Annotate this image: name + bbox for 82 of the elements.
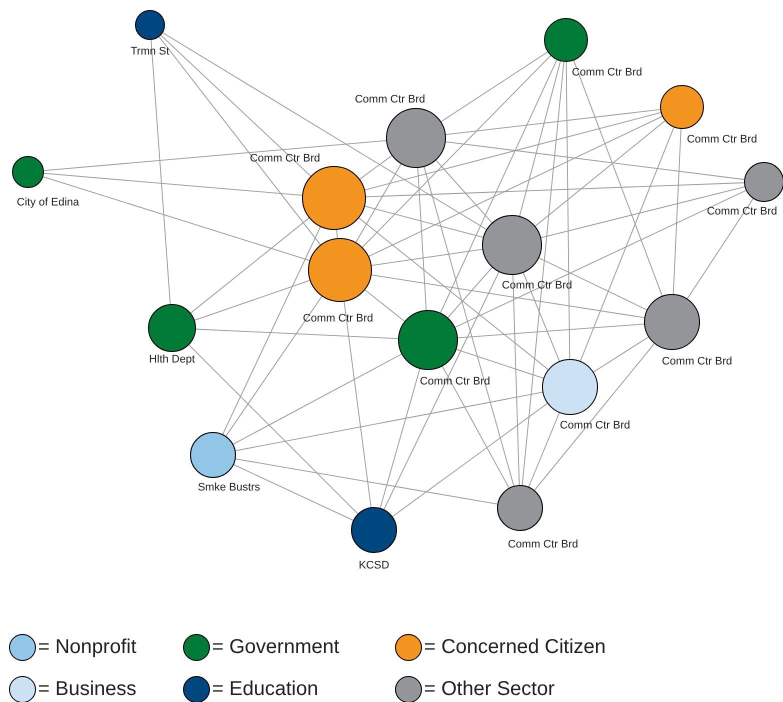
connector-line (445, 141, 745, 180)
legend-label: = Government (212, 635, 340, 659)
connector-line (686, 198, 754, 300)
connector-line (358, 218, 549, 370)
node-label: Smke Bustrs (198, 482, 260, 494)
connector-line (364, 289, 405, 322)
node-label: Trmn St (130, 46, 170, 58)
connector-line (519, 60, 561, 216)
node-label: KCSD (358, 560, 390, 572)
connector-line (593, 336, 649, 372)
connector-line (534, 120, 666, 227)
connector-line (162, 32, 487, 230)
connector-line (158, 36, 321, 246)
node-label: Comm Ctr Brd (302, 312, 374, 326)
connector-line (190, 218, 310, 314)
connector-line (364, 206, 484, 238)
legend-label: = Concerned Citizen (424, 635, 606, 659)
node-label: Comm Ctr Brd (662, 356, 732, 368)
connector-line (344, 301, 372, 508)
node-label: Comm Ctr Brd (354, 94, 426, 106)
connector-line (566, 62, 570, 360)
connector-line (42, 176, 310, 261)
connector-line (43, 140, 387, 172)
node-label: City of Edina (16, 196, 80, 210)
connector-line (417, 168, 427, 310)
connector-line (538, 258, 648, 310)
connector-line (384, 272, 500, 510)
connector-line (440, 52, 548, 122)
connector-line (233, 464, 354, 521)
connector-line (528, 412, 560, 488)
connector-line (226, 296, 322, 436)
connector-line (235, 392, 543, 452)
connector-line (440, 60, 558, 314)
connector-line (232, 354, 402, 445)
connector-line (359, 155, 392, 180)
connector-line (447, 267, 493, 318)
connector-line (457, 324, 645, 338)
node-label: Comm Ctr Brd (706, 206, 778, 218)
connector-line (194, 280, 310, 321)
legend-label: = Education (212, 677, 318, 701)
connector-line (356, 164, 402, 243)
node-label: Comm Ctr Brd (508, 538, 578, 552)
connector-line (534, 343, 655, 491)
node-label: Comm Ctr Brd (560, 420, 630, 432)
connector-line (188, 344, 358, 514)
node-label: Comm Ctr Brd (420, 376, 490, 388)
node-label: Comm Ctr Brd (686, 134, 758, 146)
connector-line (196, 328, 398, 340)
connector-line (371, 248, 483, 266)
connector-line (44, 172, 303, 196)
node-label: Comm Ctr Brd (502, 280, 572, 292)
connector-line (150, 40, 171, 305)
connector-line (160, 34, 312, 177)
connector-line (371, 274, 645, 318)
connector-line (522, 272, 560, 362)
connector-line (512, 274, 520, 486)
connector-line (364, 112, 662, 190)
legend-label: = Nonprofit (38, 635, 136, 659)
connector-line (380, 368, 420, 508)
connector-line (540, 186, 746, 238)
connector-line (454, 190, 746, 328)
connector-line (222, 226, 321, 435)
connector-line (362, 55, 552, 248)
legend-label: = Business (38, 677, 136, 701)
connector-line (336, 229, 338, 239)
connector-line (580, 126, 674, 362)
connector-line (368, 116, 663, 257)
legend-label: = Other Sector (424, 677, 555, 701)
connector-line (522, 61, 564, 486)
connector-line (672, 128, 682, 294)
connector-line (235, 458, 498, 505)
node-label: Comm Ctr Brd (250, 152, 320, 166)
connector-line (456, 348, 544, 379)
connector-line (445, 109, 661, 135)
node-label: Hlth Dept (149, 354, 195, 366)
connector-line (424, 166, 514, 486)
connector-line (573, 60, 663, 296)
node-label: Comm Ctr Brd (572, 66, 642, 80)
connector-line (436, 160, 492, 224)
connector-line (392, 403, 548, 517)
connector-line (442, 366, 510, 488)
connector-line (366, 182, 744, 198)
